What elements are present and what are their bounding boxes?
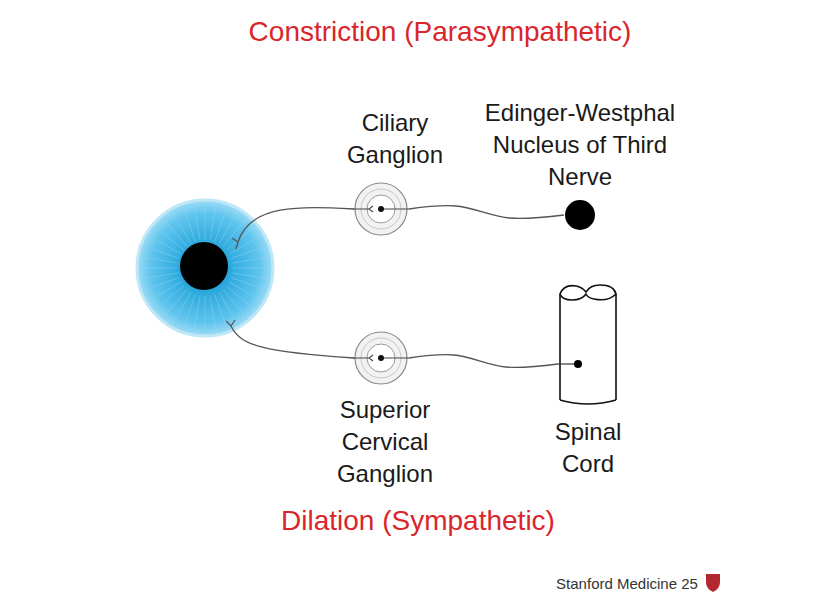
nerve-ending	[232, 238, 238, 249]
nucleus-dot-shape	[564, 199, 596, 231]
watermark: Stanford Medicine 25	[556, 575, 698, 592]
ganglion-circle	[353, 181, 409, 237]
iris	[137, 200, 273, 336]
spinal-cord-shape	[558, 282, 618, 406]
caption-label: Dilation (Sympathetic)	[281, 505, 555, 537]
ganglion-circle-shape	[353, 330, 409, 386]
nerve-fiber	[409, 355, 558, 368]
logo-shield	[706, 574, 720, 592]
node-label: Edinger-Westphal Nucleus of Third Nerve	[462, 97, 698, 193]
ganglion-circle-shape	[353, 181, 409, 237]
nerve-fiber	[409, 206, 564, 219]
node-label: Spinal Cord	[540, 416, 636, 480]
pupil	[180, 242, 228, 290]
nerve-ending	[226, 320, 235, 326]
spinal-cord	[558, 282, 618, 406]
nucleus-dot	[564, 199, 596, 231]
node-label: Ciliary Ganglion	[339, 107, 451, 171]
node-label: Superior Cervical Ganglion	[317, 394, 453, 490]
nerve-fiber	[231, 326, 354, 358]
nerve-fiber	[238, 208, 354, 242]
ganglion-circle	[353, 330, 409, 386]
title: Constriction (Parasympathetic)	[249, 16, 632, 48]
